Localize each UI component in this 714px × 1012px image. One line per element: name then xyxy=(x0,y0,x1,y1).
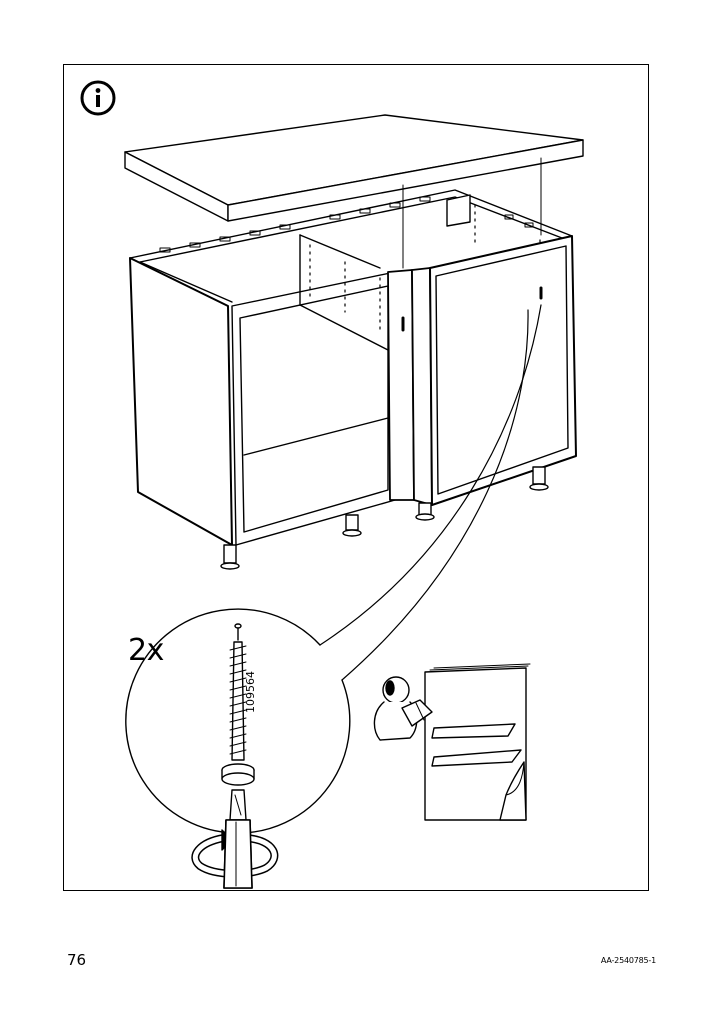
manual-reference xyxy=(424,663,531,821)
screw-illustration xyxy=(221,623,255,786)
instruction-frame xyxy=(63,64,649,891)
detail-callout xyxy=(125,304,542,834)
info-circle-icon xyxy=(80,80,116,116)
corner-cabinet xyxy=(129,189,577,570)
reading-person-icon xyxy=(373,676,433,741)
cabinet-legs xyxy=(220,466,549,570)
screw-part-number: 109564 xyxy=(244,671,257,713)
page-number: 76 xyxy=(67,951,87,969)
document-code: AA-2540785-1 xyxy=(600,956,656,965)
screwdriver-illustration xyxy=(191,789,279,889)
quantity-label: 2x xyxy=(128,633,164,668)
worktop-panel xyxy=(124,114,584,269)
